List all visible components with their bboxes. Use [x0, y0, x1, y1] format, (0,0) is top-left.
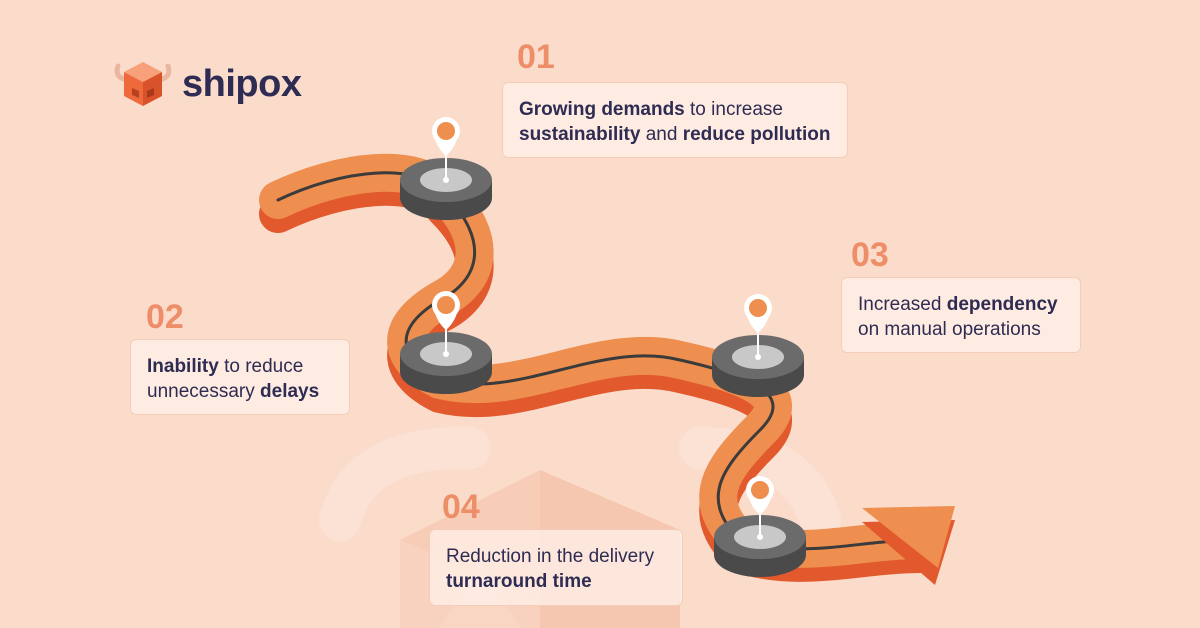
step-text-line: Increased dependency [858, 292, 1064, 317]
step-text: to increase [684, 99, 783, 120]
step-text-bold: Growing demands [519, 99, 685, 120]
step-text-line: sustainability and reduce pollution [519, 122, 831, 147]
step-text-bold: dependency [946, 294, 1058, 315]
step-text-bold: reduce pollution [682, 124, 831, 145]
step-number-03: 03 [851, 236, 889, 274]
step-text-line: Growing demands to increase [519, 97, 831, 122]
step-number-02: 02 [146, 298, 184, 336]
step-text: to reduce [218, 356, 304, 377]
arrow-head-icon [862, 506, 955, 585]
step-text-line: unnecessary delays [147, 379, 333, 404]
location-pin-icon [744, 294, 772, 360]
location-pin-icon [432, 291, 460, 357]
step-text-line: Reduction in the delivery [446, 544, 666, 569]
step-text-bold: turnaround time [446, 571, 592, 592]
step-text: on manual operations [858, 319, 1041, 340]
step-card-03: Increased dependency on manual operation… [841, 277, 1081, 353]
step-text: and [640, 124, 683, 145]
step-text-line: on manual operations [858, 317, 1064, 342]
step-number-01: 01 [517, 38, 555, 76]
brand-logo[interactable]: shipox [112, 58, 302, 110]
step-text-line: Inability to reduce [147, 354, 333, 379]
step-text-bold: Inability [147, 356, 219, 377]
step-text-bold: delays [260, 381, 320, 402]
shipox-bull-logo-icon [114, 62, 172, 106]
step-text: Reduction in the delivery [446, 546, 655, 567]
step-text-line: turnaround time [446, 569, 666, 594]
step-text: Increased [858, 294, 947, 315]
step-text-bold: sustainability [519, 124, 641, 145]
location-pin-icon [432, 117, 460, 183]
step-card-01: Growing demands to increase sustainabili… [502, 82, 848, 158]
location-pin-icon [746, 476, 774, 540]
step-text: unnecessary [147, 381, 261, 402]
brand-name: shipox [182, 62, 302, 105]
step-card-02: Inability to reduce unnecessary delays [130, 339, 350, 415]
step-card-04: Reduction in the delivery turnaround tim… [429, 529, 683, 606]
road-disc-2 [400, 332, 492, 394]
road-disc-4 [714, 515, 806, 577]
step-number-04: 04 [442, 488, 480, 526]
